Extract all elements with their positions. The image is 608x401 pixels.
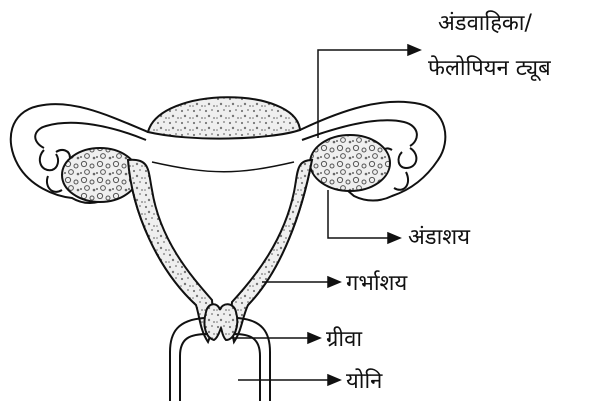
left-uterine-wall [128, 160, 213, 342]
left-tube-lumen [35, 123, 146, 148]
label-uterus: गर्भाशय [346, 270, 409, 296]
pointer-vagina [238, 375, 340, 385]
label-vagina: योनि [346, 368, 383, 394]
cervix-shape [204, 304, 237, 340]
label-cervix: ग्रीवा [326, 326, 362, 352]
label-fallopian-line1: अंडवाहिका/ [438, 10, 532, 36]
right-uterine-wall [231, 160, 312, 342]
pointer-uterus [262, 277, 340, 287]
right-ovary [310, 135, 390, 191]
left-ovary [62, 148, 138, 202]
uterine-cavity [152, 162, 294, 172]
label-ovary: अंडाशय [408, 225, 471, 250]
label-fallopian-line2: फेलोपियन ट्यूब [428, 55, 551, 82]
uterus-fundus [148, 97, 300, 138]
pointer-fallopian [318, 45, 420, 138]
